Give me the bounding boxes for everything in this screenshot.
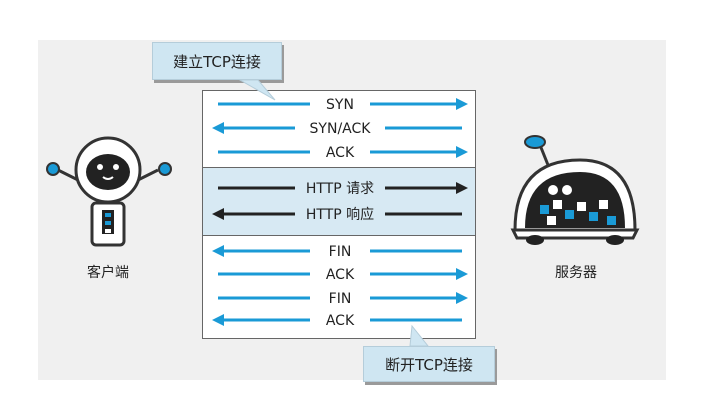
message-label: HTTP 请求	[306, 181, 374, 197]
message-label: FIN	[329, 244, 352, 260]
message-arrow-3: ACK	[218, 145, 468, 161]
robot-server-icon	[513, 136, 637, 245]
message-label: SYN	[326, 97, 354, 113]
arrow-head	[456, 292, 468, 304]
arrow-head	[212, 314, 224, 326]
arrow-head	[456, 182, 468, 194]
message-arrow-7: ACK	[218, 267, 468, 283]
message-label: ACK	[326, 145, 355, 161]
message-label: HTTP 响应	[306, 206, 374, 223]
arrow-head	[456, 268, 468, 280]
arrow-head	[456, 146, 468, 158]
message-arrow-5: HTTP 响应	[212, 206, 462, 223]
message-arrow-8: FIN	[218, 291, 468, 307]
message-arrow-9: ACK	[212, 313, 462, 329]
server-label: 服务器	[540, 262, 612, 282]
arrow-head	[456, 98, 468, 110]
close-callout-pointer	[410, 326, 428, 346]
message-arrow-6: FIN	[212, 244, 462, 260]
open-callout-pointer	[240, 80, 275, 100]
robot-client-icon	[47, 138, 171, 245]
message-label: ACK	[326, 267, 355, 283]
message-arrow-1: SYN	[218, 97, 468, 113]
arrow-head	[212, 245, 224, 257]
message-label: ACK	[326, 313, 355, 329]
message-arrow-2: SYN/ACK	[212, 121, 462, 137]
message-arrow-4: HTTP 请求	[218, 181, 468, 197]
arrow-head	[212, 208, 224, 220]
message-label: SYN/ACK	[310, 121, 372, 137]
message-label: FIN	[329, 291, 352, 307]
client-label: 客户端	[72, 262, 144, 282]
arrow-head	[212, 122, 224, 134]
